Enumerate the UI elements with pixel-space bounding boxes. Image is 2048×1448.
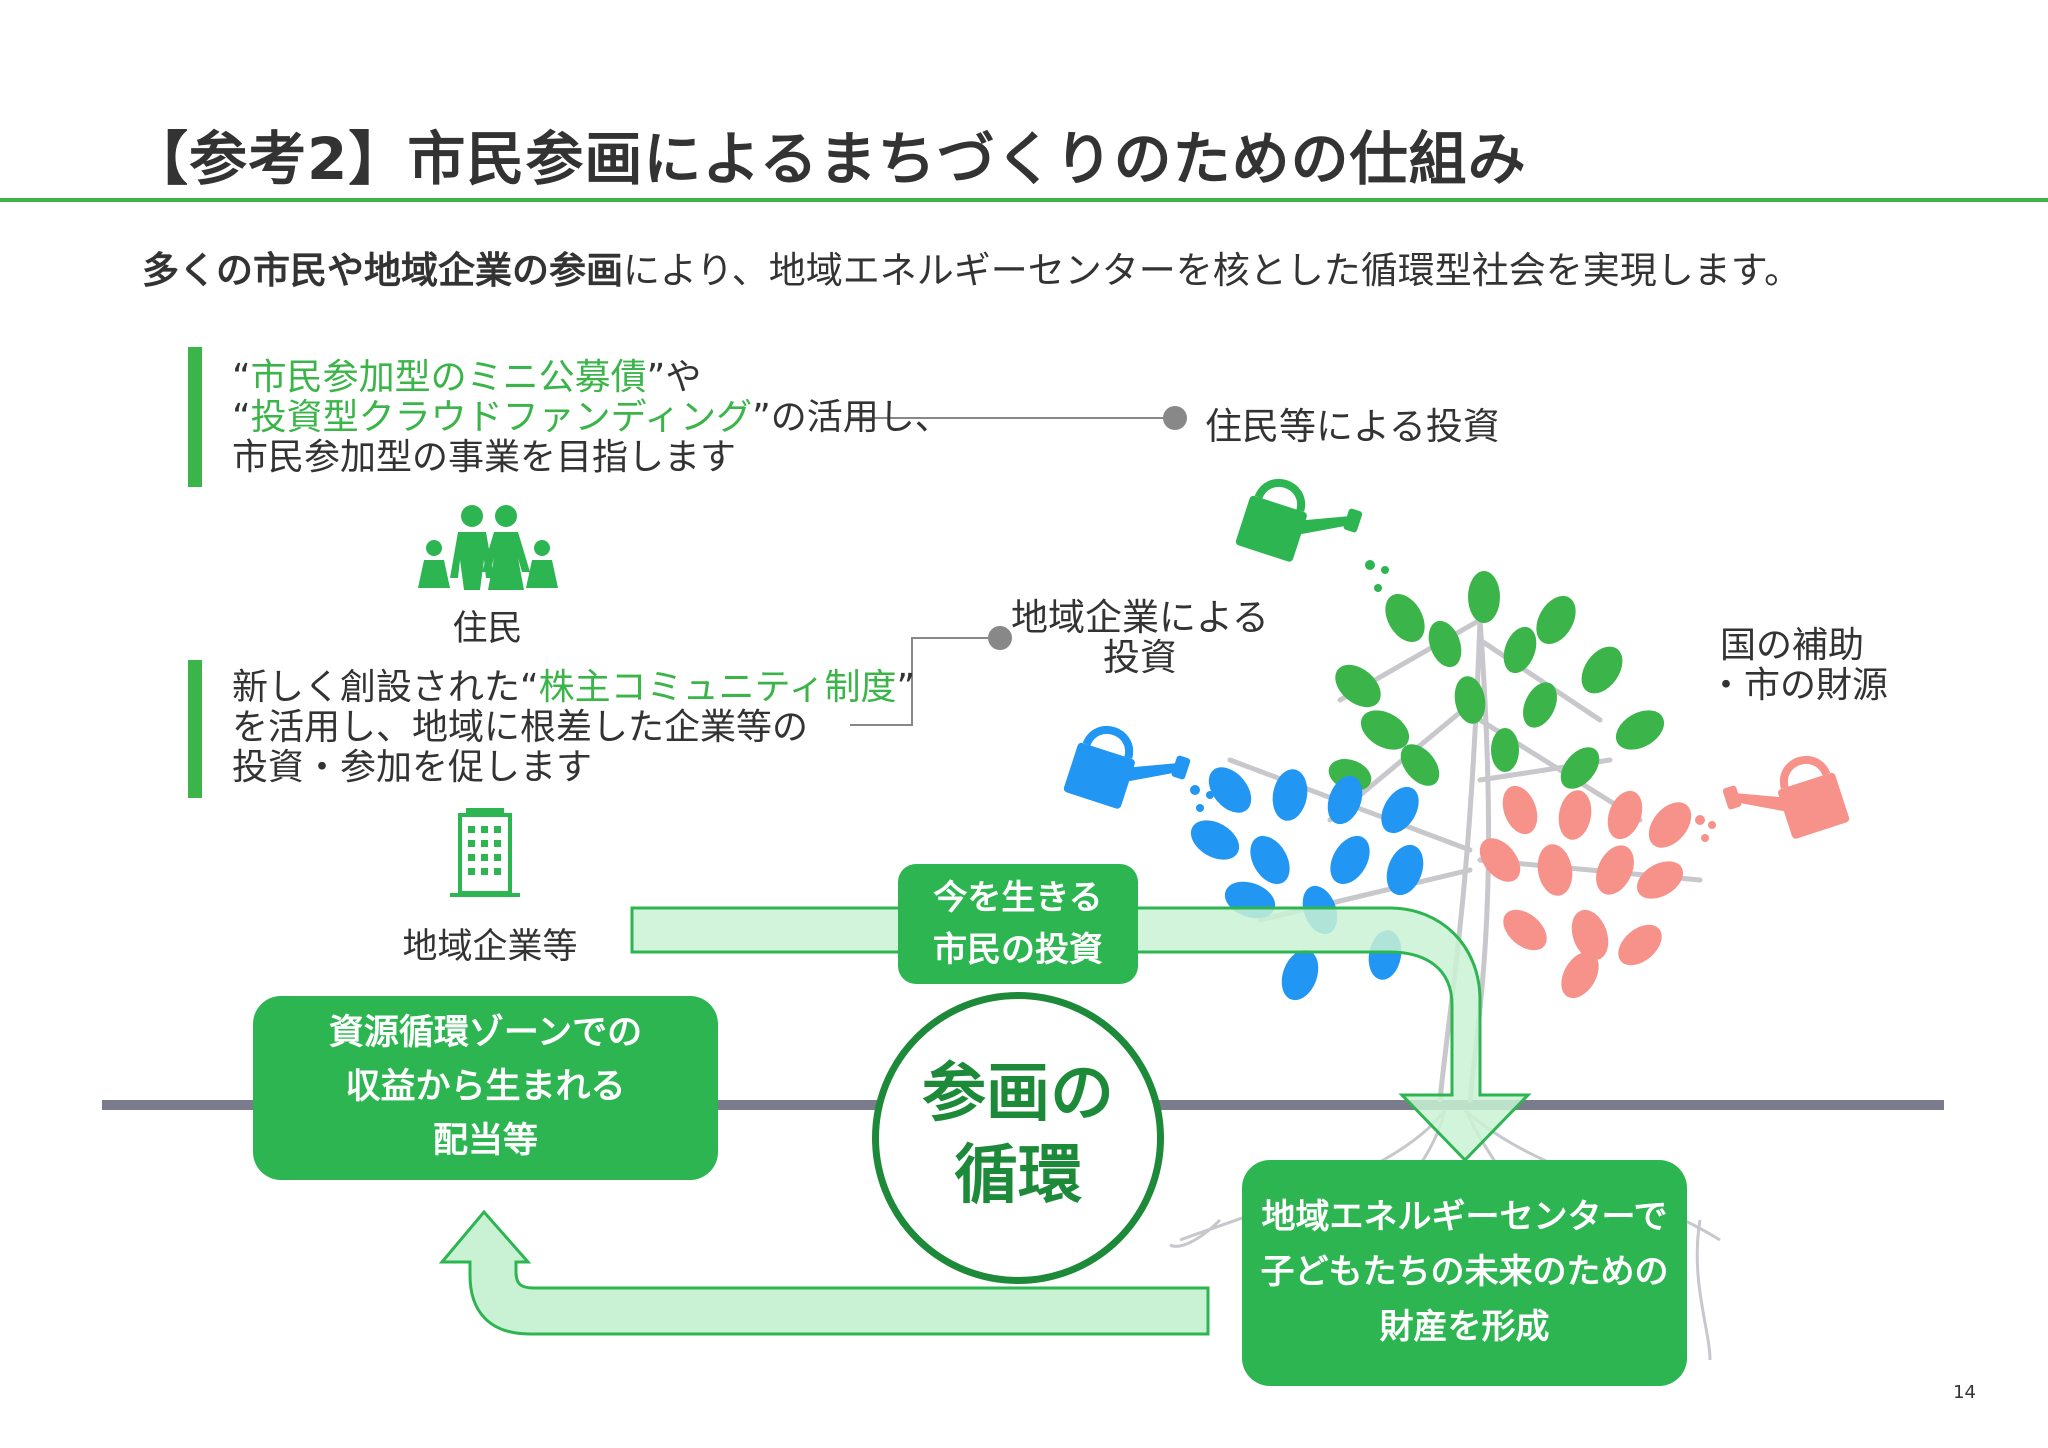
company-investment-label: 地域企業による 投資 bbox=[1010, 598, 1270, 678]
today-investment-box: 今を生きる 市民の投資 bbox=[898, 864, 1138, 984]
company-investment-line: 地域企業による bbox=[1011, 596, 1269, 639]
dividends-box: 資源循環ゾーンでの 収益から生まれる 配当等 bbox=[253, 996, 718, 1180]
lead-rest: により、地域エネルギーセンターを核とした循環型社会を実現します。 bbox=[623, 249, 1802, 292]
quote-close: ” bbox=[896, 667, 916, 708]
pink-droplets bbox=[1695, 815, 1716, 842]
crowdfunding-term: 投資型クラウドファンディング bbox=[250, 397, 753, 438]
citizen-note: “市民参加型のミニ公募債”や “投資型クラウドファンディング”の活用し、 市民参… bbox=[232, 358, 951, 478]
blue-leaves bbox=[1190, 767, 1424, 1001]
connector-company-dot bbox=[988, 626, 1012, 650]
resident-investment-label: 住民等による投資 bbox=[1205, 405, 1500, 448]
note-text: 新しく創設された“ bbox=[232, 667, 539, 708]
connector-company bbox=[850, 637, 990, 726]
citizen-label: 住民 bbox=[452, 609, 523, 649]
note-text: 投資・参加を促します bbox=[232, 747, 593, 788]
watering-can-green-icon bbox=[1235, 478, 1363, 562]
watering-can-pink-icon bbox=[1722, 755, 1850, 839]
box-line: 収益から生まれる bbox=[345, 1067, 626, 1107]
flow-arrow-to-center bbox=[630, 906, 1532, 1163]
quote-open: “ bbox=[232, 397, 251, 438]
box-line: 市民の投資 bbox=[933, 930, 1103, 970]
watering-can-blue-icon bbox=[1063, 725, 1191, 809]
page-number: 14 bbox=[1953, 1382, 1976, 1403]
building-icon bbox=[450, 808, 520, 897]
pink-leaves bbox=[1479, 785, 1692, 999]
city-funds-line: ・市の財源 bbox=[1708, 665, 1889, 706]
national-subsidy-line: 国の補助 bbox=[1720, 625, 1865, 666]
citizen-note-bar bbox=[188, 347, 202, 487]
note-text: を活用し、地域に根差した企業等の bbox=[232, 707, 809, 748]
family-icon bbox=[418, 505, 558, 590]
company-note: 新しく創設された“株主コミュニティ制度” を活用し、地域に根差した企業等の 投資… bbox=[232, 668, 915, 788]
box-line: 地域エネルギーセンターで bbox=[1261, 1197, 1668, 1237]
company-label: 地域企業等 bbox=[402, 927, 578, 967]
box-line: 配当等 bbox=[432, 1121, 538, 1161]
cycle-line: 循環 bbox=[954, 1139, 1082, 1213]
shareholder-community-term: 株主コミュニティ制度 bbox=[538, 667, 897, 708]
energy-center-box: 地域エネルギーセンターで 子どもたちの未来のための 財産を形成 bbox=[1242, 1160, 1687, 1386]
company-note-bar bbox=[188, 660, 202, 798]
note-text: 市民参加型の事業を目指します bbox=[232, 437, 737, 478]
box-line: 財産を形成 bbox=[1379, 1307, 1550, 1347]
lead-text: 多くの市民や地域企業の参画により、地域エネルギーセンターを核とした循環型社会を実… bbox=[142, 240, 1801, 294]
company-investment-line: 投資 bbox=[1103, 636, 1177, 679]
quote-open: “ bbox=[232, 357, 251, 398]
mini-bond-term: 市民参加型のミニ公募債 bbox=[250, 357, 647, 398]
box-line: 今を生きる bbox=[933, 878, 1103, 918]
box-line: 資源循環ゾーンでの bbox=[328, 1013, 643, 1053]
national-subsidy-label: 国の補助 ・市の財源 bbox=[1708, 626, 1888, 706]
title-underline bbox=[0, 198, 2048, 202]
blue-droplets bbox=[1190, 785, 1214, 812]
green-droplets bbox=[1365, 560, 1389, 592]
page-title: 【参考2】市民参画によるまちづくりのための仕組み bbox=[130, 125, 1527, 193]
participation-cycle-circle: 参画の 循環 bbox=[872, 992, 1164, 1284]
connector-resident-dot bbox=[1163, 406, 1187, 430]
cycle-line: 参画の bbox=[922, 1057, 1114, 1131]
note-text: ”の活用し、 bbox=[752, 397, 951, 438]
quote-close: ”や bbox=[646, 357, 702, 398]
green-leaves bbox=[1328, 571, 1665, 791]
box-line: 子どもたちの未来のための bbox=[1260, 1252, 1669, 1292]
return-arrow-to-dividends bbox=[438, 1209, 1210, 1336]
lead-bold: 多くの市民や地域企業の参画 bbox=[142, 249, 623, 292]
